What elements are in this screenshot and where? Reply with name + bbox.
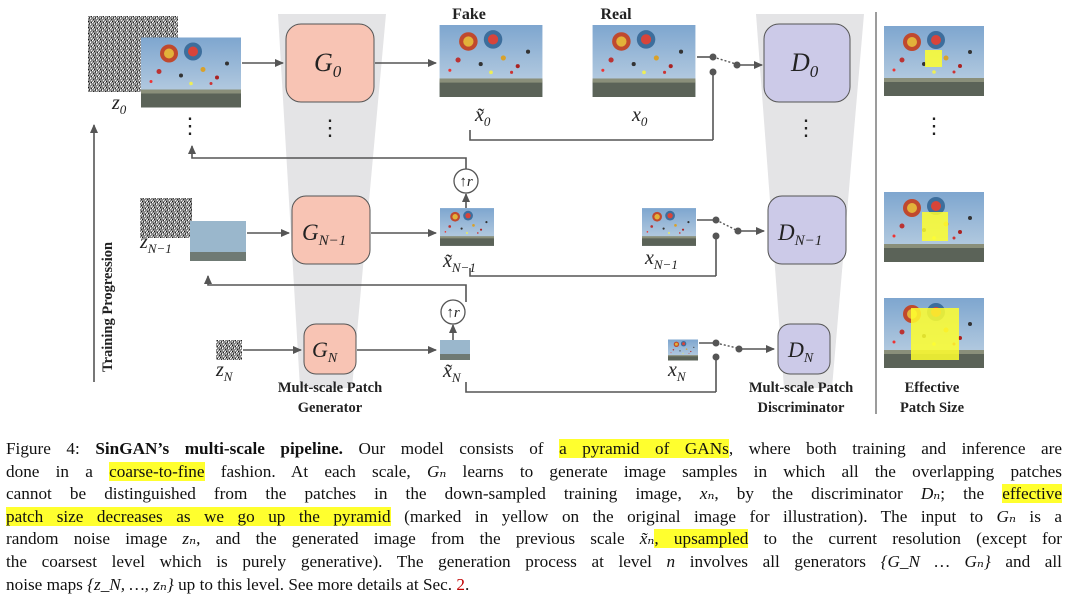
- generator-gn: [303, 323, 357, 375]
- xn-fake-label: x̃N: [442, 360, 462, 385]
- svg-text:⋮: ⋮: [179, 113, 201, 138]
- zn-label: zN: [215, 359, 234, 384]
- xn-real-label: xN: [667, 359, 687, 384]
- caption-line-7: noise maps {z_N, …, zₙ} up to this level…: [6, 574, 470, 594]
- highlight-patch-size: patch size decreases as we go up the pyr…: [6, 506, 391, 526]
- discriminator-dn: [777, 323, 831, 375]
- generator-caption-line1: Mult-scale Patch: [278, 380, 382, 396]
- x0-real-label: x0: [631, 104, 648, 129]
- x0-fake-label: x̃0: [474, 104, 491, 129]
- generator-caption-line2: Generator: [298, 400, 363, 416]
- caption-line-1: Figure 4: SinGAN’s multi-scale pipeline.…: [6, 439, 1062, 458]
- discriminator-caption-line1: Mult-scale Patch: [749, 380, 853, 396]
- figure-title: SinGAN’s multi-scale pipeline.: [95, 439, 343, 458]
- image-fake-x0: [439, 25, 543, 97]
- z0-label: z0: [111, 92, 127, 117]
- figure-caption: Figure 4: SinGAN’s multi-scale pipeline.…: [6, 438, 1062, 596]
- svg-text:D0: D0: [790, 48, 819, 81]
- image-real-xn: [668, 339, 698, 361]
- patch-highlight-scale-n1: [922, 212, 948, 241]
- highlight-pyramid-of-gans: a pyramid of GANs: [559, 439, 729, 458]
- patch-caption-line1: Effective: [905, 380, 960, 396]
- image-real-x0: [592, 25, 696, 97]
- noise-map-zn1: [140, 198, 192, 238]
- svg-text:↑r: ↑r: [446, 305, 460, 321]
- svg-text:⋮: ⋮: [319, 115, 341, 140]
- noise-map-zn: [216, 340, 242, 360]
- image-fake-xn1: [440, 208, 494, 246]
- highlight-coarse-to-fine: coarse-to-fine: [109, 461, 205, 481]
- image-real-xn1: [642, 208, 696, 246]
- discriminator-dn1: [767, 195, 847, 265]
- real-label: Real: [600, 6, 632, 23]
- svg-text:⋮: ⋮: [795, 115, 817, 140]
- patch-caption-line2: Patch Size: [900, 400, 965, 416]
- svg-text:⋮: ⋮: [923, 113, 945, 138]
- discriminator-d0: [763, 23, 851, 103]
- highlight-upsampled: , upsampled: [654, 529, 749, 549]
- xn1-real-label: xN−1: [644, 247, 678, 272]
- zn1-label: zN−1: [139, 231, 172, 256]
- caption-line-6: the coarsest level which is purely gener…: [6, 551, 1062, 571]
- fake-label: Fake: [452, 6, 486, 23]
- generator-g0: [285, 23, 375, 103]
- highlight-effective: effective: [1002, 484, 1062, 504]
- svg-text:DN: DN: [787, 337, 814, 366]
- caption-line-4: patch size decreases as we go up the pyr…: [6, 506, 1062, 526]
- image-scale-0-input: [141, 37, 241, 108]
- patch-highlight-scale-0: [925, 50, 942, 67]
- patch-highlight-scale-n: [911, 308, 959, 360]
- svg-text:DN−1: DN−1: [777, 220, 822, 249]
- figure-label: Figure 4:: [6, 439, 96, 458]
- caption-line-5: random noise image zₙ, and the generated…: [6, 529, 1063, 549]
- singan-pipeline-diagram: Training Progression z0 G0 Fake x̃0 Real…: [88, 6, 984, 416]
- discriminator-caption-line2: Discriminator: [758, 400, 846, 416]
- training-progression-label: Training Progression: [100, 242, 116, 372]
- svg-text:GN−1: GN−1: [302, 220, 346, 249]
- caption-line-2: done in a coarse-to-fine fashion. At eac…: [6, 461, 1062, 481]
- section-reference-link[interactable]: 2: [456, 574, 465, 594]
- caption-line-3: cannot be distinguished from the patches…: [6, 484, 1062, 504]
- svg-text:G0: G0: [314, 48, 342, 81]
- generator-gn1: [291, 195, 371, 265]
- svg-text:↑r: ↑r: [459, 174, 473, 190]
- svg-text:GN: GN: [312, 337, 338, 366]
